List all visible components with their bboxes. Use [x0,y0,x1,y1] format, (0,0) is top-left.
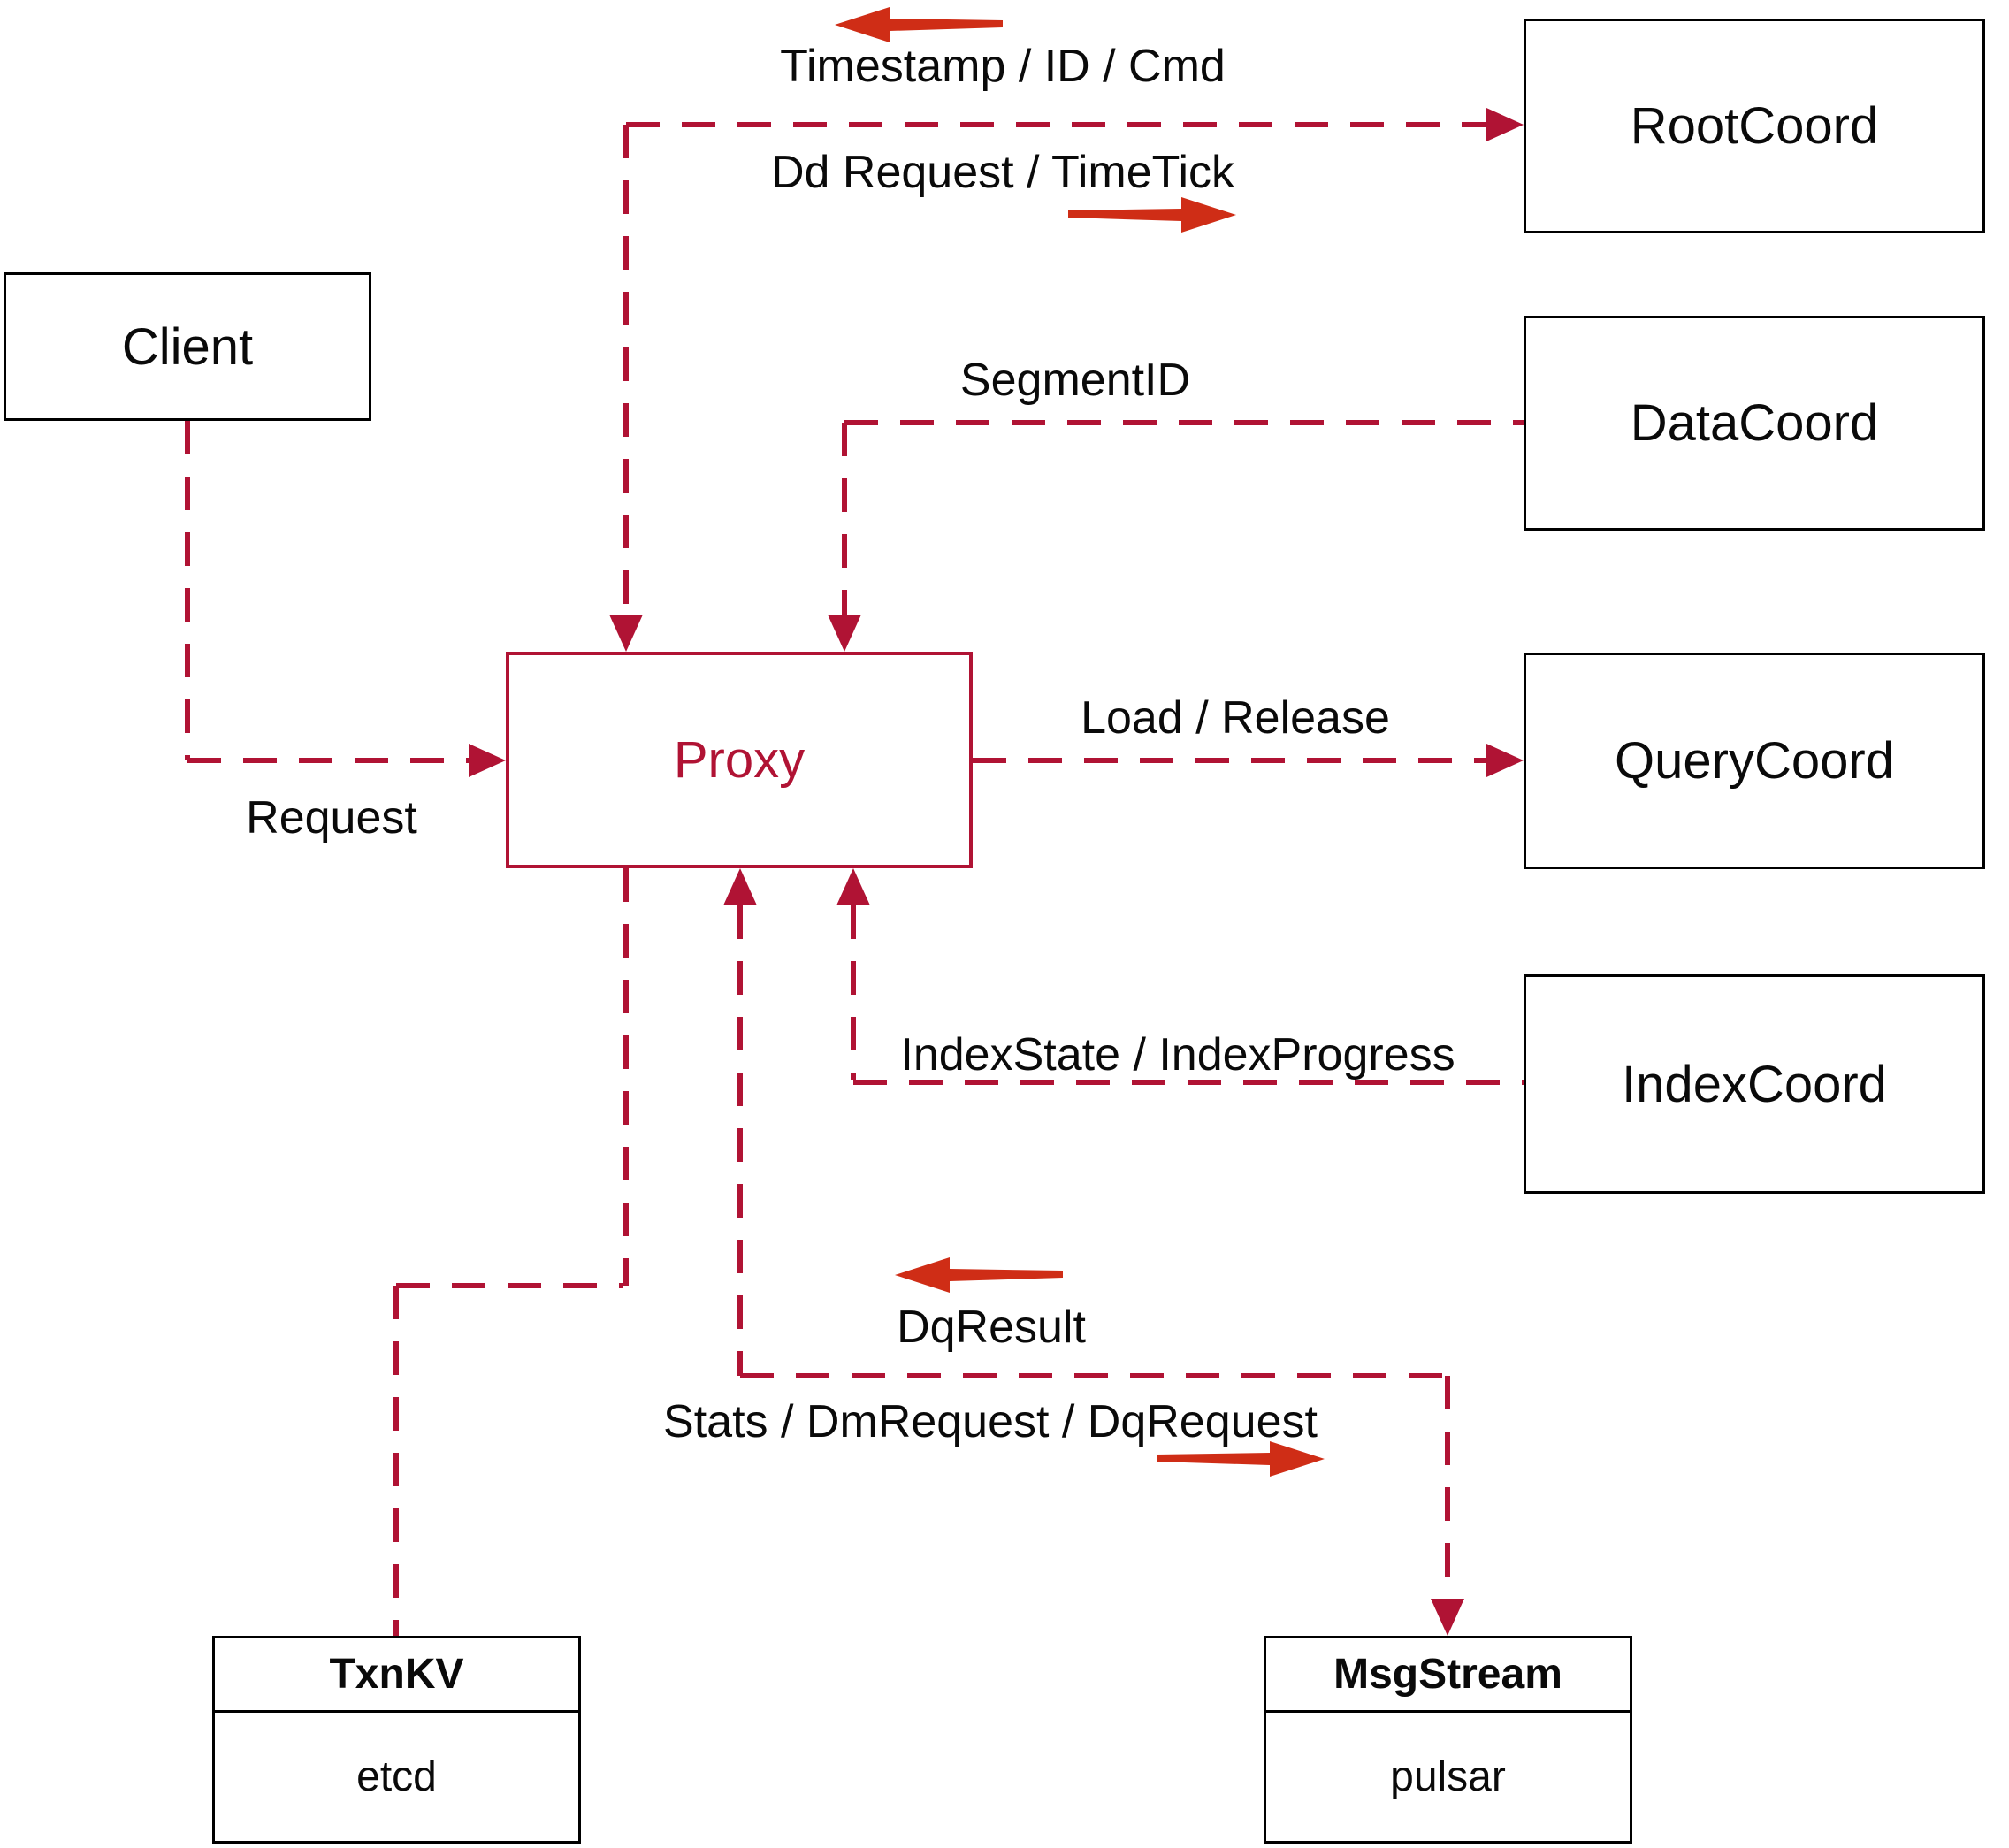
msgstream-subtitle: pulsar [1390,1753,1506,1800]
arrowhead-into-msgstream [1431,1599,1464,1636]
proxy-label: Proxy [673,731,806,789]
edge-indexstate-vertical [851,905,856,1080]
edge-txnkv-vertical-1 [623,868,629,1286]
arrow-right-icon [1157,1434,1325,1488]
arrowhead-into-proxy-bottom-right [836,868,870,905]
querycoord-node: QueryCoord [1524,653,1985,869]
client-label: Client [121,317,254,376]
arrowhead-into-rootcoord [1486,108,1524,141]
msgstream-node: MsgStream pulsar [1264,1636,1632,1844]
edge-rootcoord-horizontal [626,122,1486,127]
edge-msgstream-vertical-1 [737,905,743,1376]
dqresult-edge-label: DqResult [897,1302,1086,1353]
request-edge-label: Request [246,792,417,844]
stats-edge-label: Stats / DmRequest / DqRequest [663,1396,1318,1447]
client-node: Client [4,272,371,421]
edge-txnkv-horizontal [396,1283,623,1288]
loadrelease-edge-label: Load / Release [1081,692,1390,744]
edge-msgstream-horizontal [740,1373,1448,1378]
edge-msgstream-vertical-2 [1445,1376,1450,1599]
datacoord-node: DataCoord [1524,316,1985,531]
edge-segmentid-horizontal [844,420,1524,425]
rootcoord-label: RootCoord [1630,97,1879,155]
indexcoord-label: IndexCoord [1622,1055,1887,1113]
edge-segmentid-vertical [842,423,847,615]
indexcoord-node: IndexCoord [1524,974,1985,1194]
edge-rootcoord-vertical [623,125,629,615]
ddrequest-edge-label: Dd Request / TimeTick [770,147,1235,198]
msgstream-title: MsgStream [1266,1638,1630,1713]
arrowhead-into-proxy-top-right [828,615,861,652]
datacoord-label: DataCoord [1630,394,1879,452]
arrowhead-into-proxy-top-left [609,615,643,652]
txnkv-title: TxnKV [215,1638,578,1713]
edge-txnkv-vertical-2 [393,1286,399,1636]
txnkv-node: TxnKV etcd [212,1636,581,1844]
edge-request-vertical [185,421,190,760]
arrow-right-icon [1068,190,1236,244]
arrowhead-into-proxy-bottom-center [723,868,757,905]
arrow-left-icon [895,1250,1063,1304]
arrowhead-into-proxy-left [469,744,506,777]
edge-indexstate-horizontal [853,1080,1524,1085]
rootcoord-node: RootCoord [1524,19,1985,233]
segmentid-edge-label: SegmentID [959,355,1191,406]
arrow-left-icon [835,0,1003,54]
indexstate-edge-label: IndexState / IndexProgress [900,1029,1455,1081]
txnkv-subtitle: etcd [356,1753,437,1800]
timestamp-edge-label: Timestamp / ID / Cmd [780,41,1226,92]
querycoord-label: QueryCoord [1615,732,1894,790]
proxy-node: Proxy [506,652,973,868]
edge-request-horizontal [187,758,469,763]
edge-loadrelease-horizontal [973,758,1486,763]
arrowhead-into-querycoord [1486,744,1524,777]
